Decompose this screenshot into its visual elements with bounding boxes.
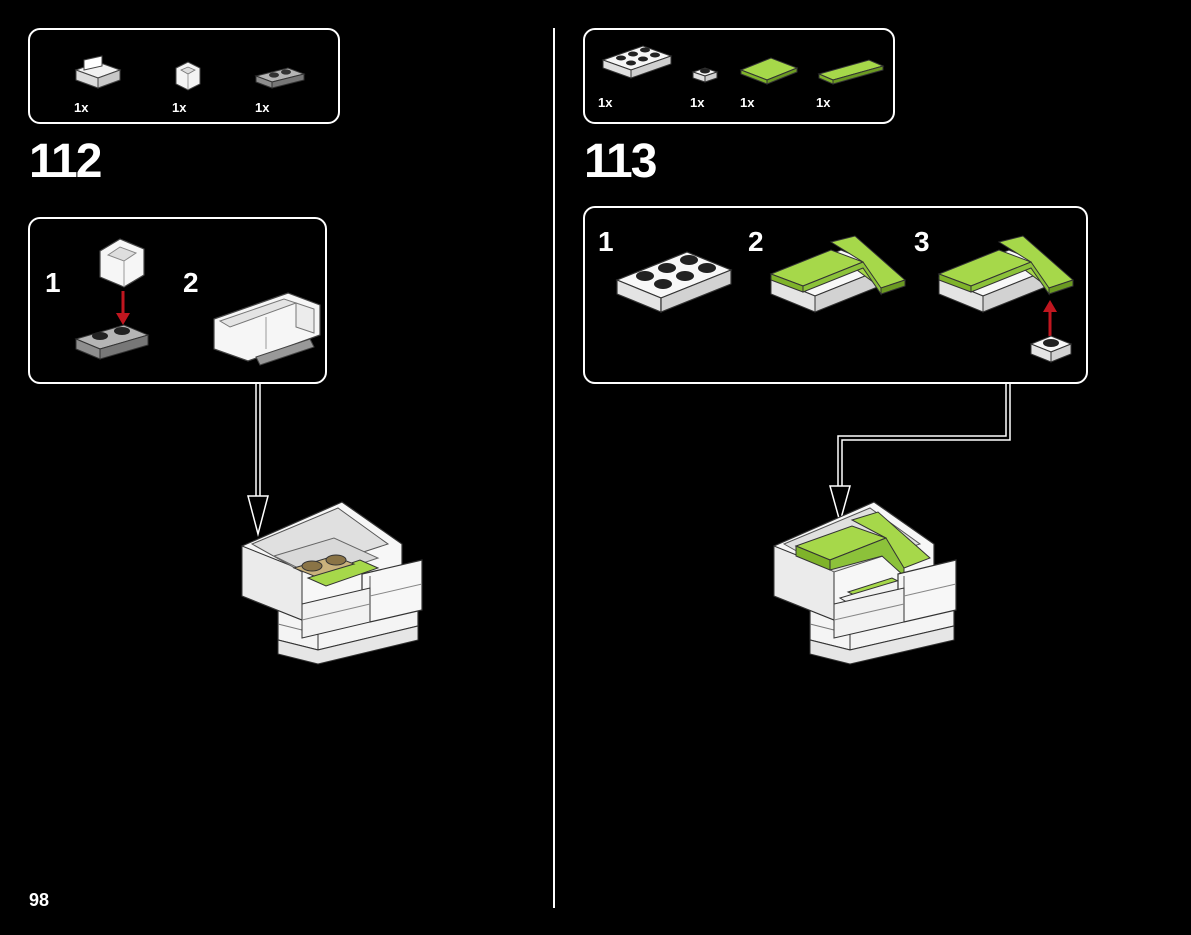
white-plate-illustration bbox=[615, 251, 733, 313]
part-qty: 1x bbox=[690, 95, 705, 110]
parts-list-113: 1x 1x 1x 1x bbox=[583, 28, 895, 124]
gray-plate-illustration bbox=[74, 324, 150, 360]
part-qty: 1x bbox=[816, 95, 831, 110]
white-1x1-plate-illustration bbox=[1029, 335, 1073, 363]
step-number: 112 bbox=[29, 135, 102, 188]
callout-connector-arrow bbox=[829, 384, 1011, 525]
part-qty: 1x bbox=[74, 100, 89, 115]
gray-1x2-plate-icon bbox=[254, 67, 306, 89]
lime-tile-2x2-icon bbox=[739, 57, 799, 85]
lime-tiles-with-1x1-illustration bbox=[937, 235, 1074, 313]
page-divider bbox=[553, 28, 555, 908]
lime-tile-1x4-icon bbox=[817, 59, 885, 85]
red-arrow-icon bbox=[1043, 300, 1057, 336]
corner-panel-illustration bbox=[99, 238, 145, 288]
callout-connector-arrow bbox=[247, 384, 269, 537]
substep-number: 3 bbox=[914, 226, 930, 257]
substep-box-112: 1 2 bbox=[28, 217, 327, 384]
red-arrow-icon bbox=[116, 291, 130, 325]
substep-box-113: 1 2 3 bbox=[583, 206, 1088, 384]
lime-tiles-on-plate-illustration bbox=[769, 235, 906, 313]
part-qty: 1x bbox=[598, 95, 613, 110]
substep-number: 1 bbox=[598, 226, 614, 257]
white-2x3-plate-icon bbox=[601, 45, 673, 79]
part-qty: 1x bbox=[172, 100, 187, 115]
part-qty: 1x bbox=[740, 95, 755, 110]
part-qty: 1x bbox=[255, 100, 270, 115]
substep-number: 2 bbox=[183, 267, 199, 298]
substep-number: 2 bbox=[748, 226, 764, 257]
white-1x1-plate-icon bbox=[691, 67, 719, 83]
page-number: 98 bbox=[29, 890, 50, 910]
main-assembly-113 bbox=[773, 501, 957, 665]
step-number: 113 bbox=[584, 135, 657, 188]
corner-seat-illustration bbox=[213, 292, 321, 366]
main-assembly-112 bbox=[241, 501, 423, 665]
white-corner-slope-brick-icon bbox=[74, 55, 122, 89]
substep-number: 1 bbox=[45, 267, 61, 298]
white-corner-panel-icon bbox=[175, 61, 201, 91]
parts-list-112: 1x 1x 1x bbox=[28, 28, 340, 124]
